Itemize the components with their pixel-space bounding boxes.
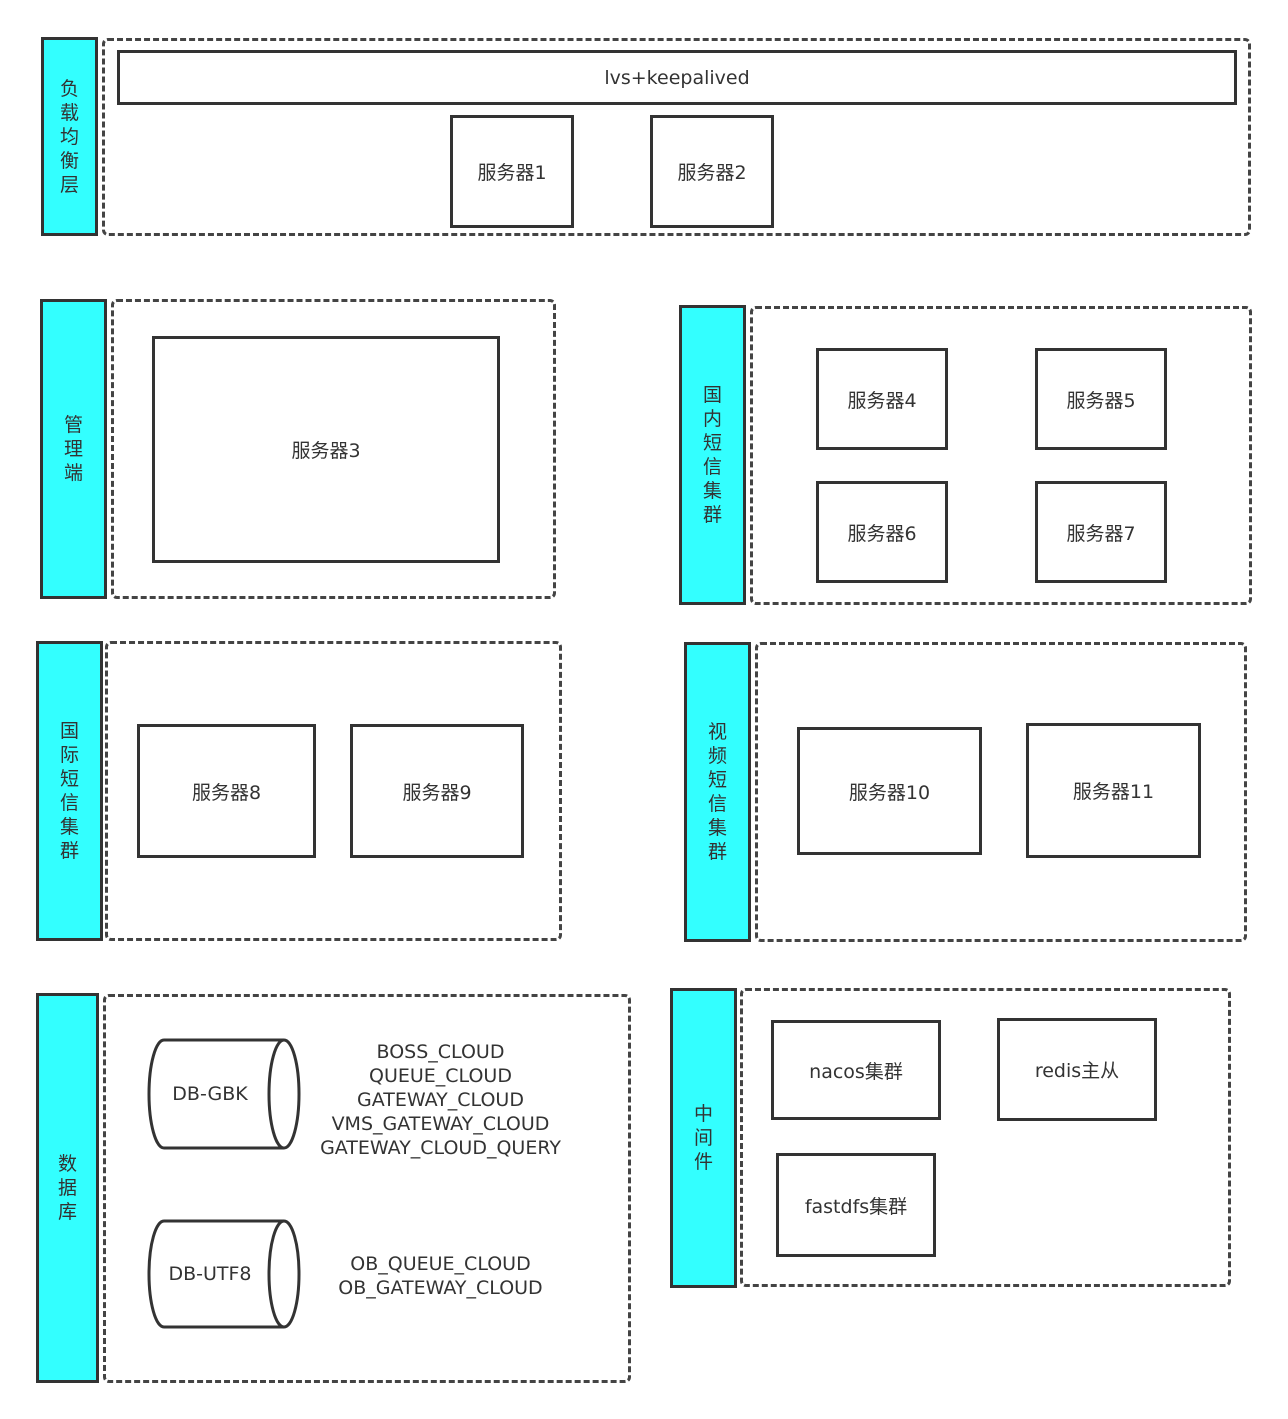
load-balancer-layer-label: 负载均衡层 xyxy=(41,37,98,236)
middleware-group xyxy=(740,988,1231,1287)
schema-item: QUEUE_CLOUD xyxy=(369,1065,512,1087)
admin-label-text: 管理端 xyxy=(63,414,83,484)
db-utf8-cylinder xyxy=(147,1219,301,1329)
server-6-node: 服务器6 xyxy=(816,481,948,583)
video-sms-cluster-label-text: 视频短信集群 xyxy=(707,721,727,863)
schema-item: VMS_GATEWAY_CLOUD xyxy=(331,1113,550,1135)
server-8-node: 服务器8 xyxy=(137,724,316,858)
international-sms-cluster-group xyxy=(105,641,562,941)
server-7-node: 服务器7 xyxy=(1035,481,1167,583)
redis-master-slave-node: redis主从 xyxy=(997,1018,1157,1121)
server-5-node: 服务器5 xyxy=(1035,348,1167,450)
server-4-node: 服务器4 xyxy=(816,348,948,450)
fastdfs-cluster-node: fastdfs集群 xyxy=(776,1153,936,1257)
international-sms-cluster-label-text: 国际短信集群 xyxy=(59,720,79,862)
db-utf8-schema-list: OB_QUEUE_CLOUD OB_GATEWAY_CLOUD xyxy=(318,1252,563,1300)
server-2-node: 服务器2 xyxy=(650,115,774,228)
database-label-text: 数据库 xyxy=(57,1153,77,1223)
middleware-label: 中间件 xyxy=(670,988,737,1288)
database-label: 数据库 xyxy=(36,993,99,1383)
load-balancer-layer-label-text: 负载均衡层 xyxy=(59,77,79,196)
schema-item: GATEWAY_CLOUD_QUERY xyxy=(320,1137,561,1159)
nacos-cluster-node: nacos集群 xyxy=(771,1020,941,1120)
server-10-node: 服务器10 xyxy=(797,727,982,855)
schema-item: BOSS_CLOUD xyxy=(376,1041,505,1063)
schema-item: OB_QUEUE_CLOUD xyxy=(350,1253,531,1275)
domestic-sms-cluster-label-text: 国内短信集群 xyxy=(702,384,722,526)
server-9-node: 服务器9 xyxy=(350,724,524,858)
admin-group xyxy=(111,299,556,599)
domestic-sms-cluster-group xyxy=(750,306,1252,605)
db-gbk-name: DB-GBK xyxy=(172,1083,248,1105)
video-sms-cluster-group xyxy=(755,642,1247,942)
admin-label: 管理端 xyxy=(40,299,107,599)
db-gbk-schema-list: BOSS_CLOUD QUEUE_CLOUD GATEWAY_CLOUD VMS… xyxy=(318,1040,563,1160)
database-group xyxy=(103,994,631,1383)
db-utf8-name: DB-UTF8 xyxy=(168,1263,252,1285)
international-sms-cluster-label: 国际短信集群 xyxy=(36,641,103,941)
db-gbk-cylinder xyxy=(147,1038,301,1150)
domestic-sms-cluster-label: 国内短信集群 xyxy=(679,305,746,605)
server-11-node: 服务器11 xyxy=(1026,723,1201,858)
server-1-node: 服务器1 xyxy=(450,115,574,228)
middleware-label-text: 中间件 xyxy=(693,1103,713,1173)
lvs-keepalived-bar: lvs+keepalived xyxy=(117,50,1237,105)
load-balancer-group xyxy=(102,38,1251,236)
schema-item: OB_GATEWAY_CLOUD xyxy=(338,1277,543,1299)
server-3-node: 服务器3 xyxy=(152,336,500,563)
video-sms-cluster-label: 视频短信集群 xyxy=(684,642,751,942)
schema-item: GATEWAY_CLOUD xyxy=(357,1089,524,1111)
